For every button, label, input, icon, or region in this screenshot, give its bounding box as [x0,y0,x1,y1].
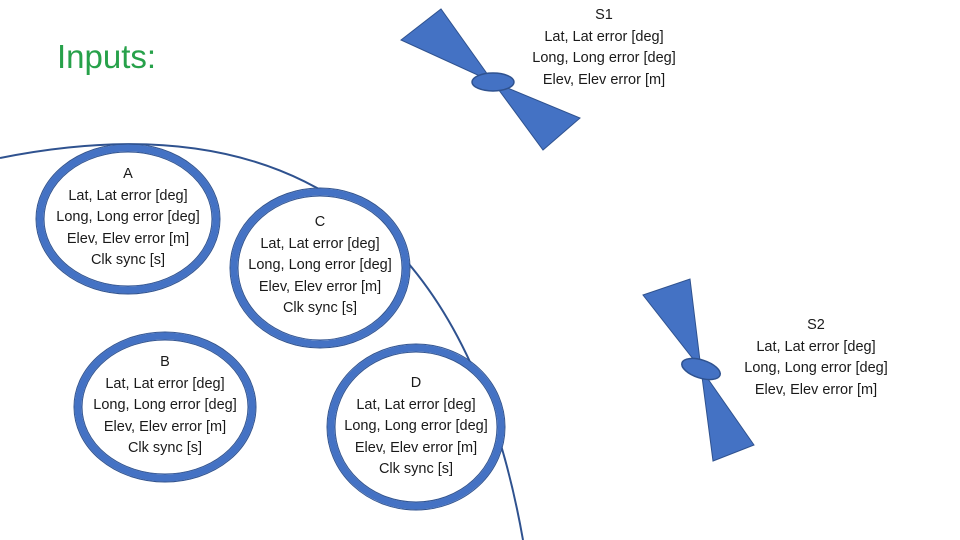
receiver-a-ring-inner [43,151,213,287]
receiver-b-name: B [160,354,170,370]
receiver-b-label: B Lat, Lat error [deg] Long, Long error … [65,352,265,460]
receiver-c-lat: Lat, Lat error [deg] [260,235,380,252]
receiver-d-elev: Elev, Elev error [m] [354,439,478,456]
page-title: Inputs: [57,38,157,75]
receiver-c-ring-outline [229,187,411,349]
satellite-s2-icon [642,278,755,462]
satellite-s1-name: S1 [595,7,613,23]
receiver-d-ring-inner [334,351,498,503]
satellite-s1-icon [400,8,581,151]
receiver-b-long: Long, Long error [deg] [93,397,237,413]
receiver-a-ring [36,144,220,294]
receiver-c-ring-inner [237,195,403,341]
receiver-d-ring [327,344,505,510]
satellite-s2-name: S2 [807,317,825,333]
satellite-s2-label: S2 Lat, Lat error [deg] Long, Long error… [716,315,916,401]
receiver-a-ring-outline [35,143,221,295]
receiver-c-elev: Elev, Elev error [m] [258,278,382,295]
satellite-s1-elev: Elev, Elev error [m] [542,71,666,88]
receiver-d-clk: Clk sync [s] [378,461,454,477]
receiver-b-clk: Clk sync [s] [127,440,203,456]
receiver-d-long: Long, Long error [deg] [344,418,488,434]
satellite-s2-long: Long, Long error [deg] [744,360,888,376]
satellite-s2-elev: Elev, Elev error [m] [754,381,878,398]
receiver-c-clk: Clk sync [s] [282,300,358,316]
receiver-c-label: C Lat, Lat error [deg] Long, Long error … [220,212,420,320]
receiver-c-name: C [314,214,326,230]
receiver-a-name: A [123,166,133,182]
receiver-d-name: D [410,375,422,391]
receiver-d-ring-outline [326,343,506,511]
receiver-b-lat: Lat, Lat error [deg] [105,375,225,392]
receiver-d-lat: Lat, Lat error [deg] [356,396,476,413]
receiver-b-ring-inner [81,339,249,475]
receiver-b-elev: Elev, Elev error [m] [103,418,227,435]
receiver-c-ring [230,188,410,348]
receiver-d-label: D Lat, Lat error [deg] Long, Long error … [316,373,516,481]
receiver-c-long: Long, Long error [deg] [248,257,392,273]
satellite-s1-label: S1 Lat, Lat error [deg] Long, Long error… [504,5,704,91]
receiver-a-lat: Lat, Lat error [deg] [68,187,188,204]
satellite-s2-lat: Lat, Lat error [deg] [756,338,876,355]
satellite-s1-lat: Lat, Lat error [deg] [544,28,664,45]
receiver-a-long: Long, Long error [deg] [56,209,200,225]
receiver-a-elev: Elev, Elev error [m] [66,230,190,247]
receiver-a-label: A Lat, Lat error [deg] Long, Long error … [28,164,228,272]
receiver-b-ring [74,332,256,482]
receiver-a-clk: Clk sync [s] [90,252,166,268]
receiver-b-ring-outline [73,331,257,483]
satellite-s1-long: Long, Long error [deg] [532,50,676,66]
